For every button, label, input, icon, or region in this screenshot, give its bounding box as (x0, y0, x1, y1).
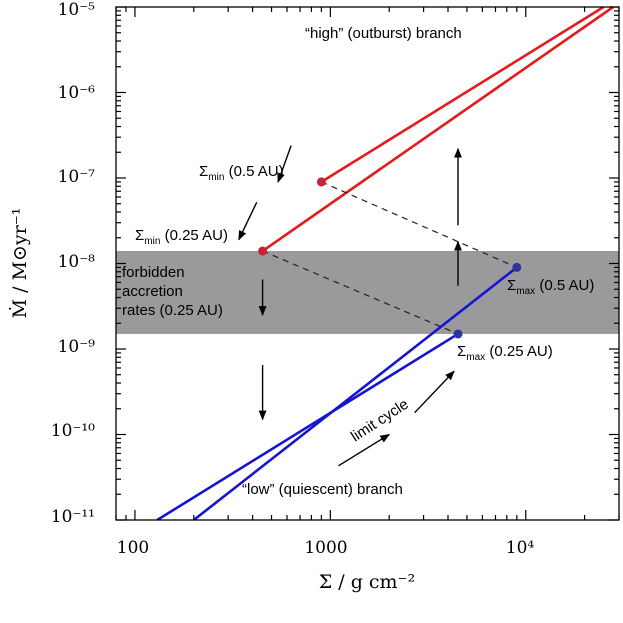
transition-point-1 (258, 246, 268, 256)
arrow-0 (277, 145, 292, 183)
high-branch-label: “high” (outburst) branch (305, 25, 462, 42)
branch-line-high_0.25 (261, 7, 614, 253)
transition-point-2 (512, 262, 522, 272)
sigma-min-025-base: Σ (135, 227, 144, 244)
sigma-max-025-sub: max (466, 352, 485, 363)
arrow-6 (414, 370, 455, 414)
ticks-layer (115, 6, 620, 521)
sigma-min-025-label: Σmin (0.25 AU) (135, 227, 228, 247)
forbidden-band (116, 251, 619, 334)
y-tick-label-1e-11: 10⁻¹¹ (51, 507, 95, 527)
sigma-max-05-sub: max (516, 286, 535, 297)
forbidden-label-line-3: rates (0.25 AU) (122, 302, 223, 319)
arrow-1 (238, 201, 258, 241)
y-tick-label-1e-7: 10⁻⁷ (58, 167, 96, 187)
forbidden-label-line-1: forbidden (122, 264, 185, 281)
sigma-min-05-label: Σmin (0.5 AU) (199, 163, 284, 183)
y-tick-label-1e-8: 10⁻⁸ (58, 252, 96, 272)
dashed-transition-0 (321, 181, 518, 268)
limit-cycle-label: limit cycle (348, 396, 412, 446)
sigma-min-025-sub: min (144, 236, 160, 247)
y-axis-title: Ṁ / M⊙yr⁻¹ (8, 208, 31, 319)
sigma-max-05-base: Σ (507, 277, 516, 294)
sigma-min-025-rest: (0.25 AU) (160, 227, 228, 244)
transition-point-3 (453, 329, 463, 339)
dashed-transition-1 (262, 250, 459, 335)
forbidden-label-line-2: accretion (122, 283, 183, 300)
y-tick-label-1e-9: 10⁻⁹ (58, 337, 96, 357)
dashed-transitions (262, 181, 518, 335)
sigma-min-05-base: Σ (199, 163, 208, 180)
sigma-min-05-sub: min (208, 172, 224, 183)
y-tick-label-1e-5: 10⁻⁵ (58, 0, 96, 20)
transition-point-0 (316, 177, 326, 187)
arrows-layer (238, 145, 462, 467)
y-tick-label-1e-6: 10⁻⁶ (58, 83, 96, 103)
low-branch-label: “low” (quiescent) branch (242, 481, 403, 498)
sigma-max-05-label: Σmax (0.5 AU) (507, 277, 594, 297)
branches-layer (156, 7, 614, 520)
arrow-7 (338, 433, 391, 467)
sigma-max-025-rest: (0.25 AU) (485, 343, 553, 360)
sigma-max-025-label: Σmax (0.25 AU) (457, 343, 553, 363)
x-tick-label-10000: 10⁴ (506, 538, 535, 558)
points-layer (258, 177, 522, 339)
y-tick-label-1e-10: 10⁻¹⁰ (51, 421, 95, 441)
sigma-min-05-rest: (0.5 AU) (224, 163, 283, 180)
branch-line-high_0.5 (320, 7, 605, 184)
x-tick-label-1000: 1000 (304, 538, 347, 558)
sigma-max-025-base: Σ (457, 343, 466, 360)
sigma-max-05-rest: (0.5 AU) (535, 277, 594, 294)
x-axis-title: Σ / g cm⁻² (319, 571, 415, 593)
branch-line-low_0.25 (156, 332, 459, 520)
x-tick-label-100: 100 (117, 538, 149, 558)
branch-line-low_0.5 (192, 266, 518, 520)
